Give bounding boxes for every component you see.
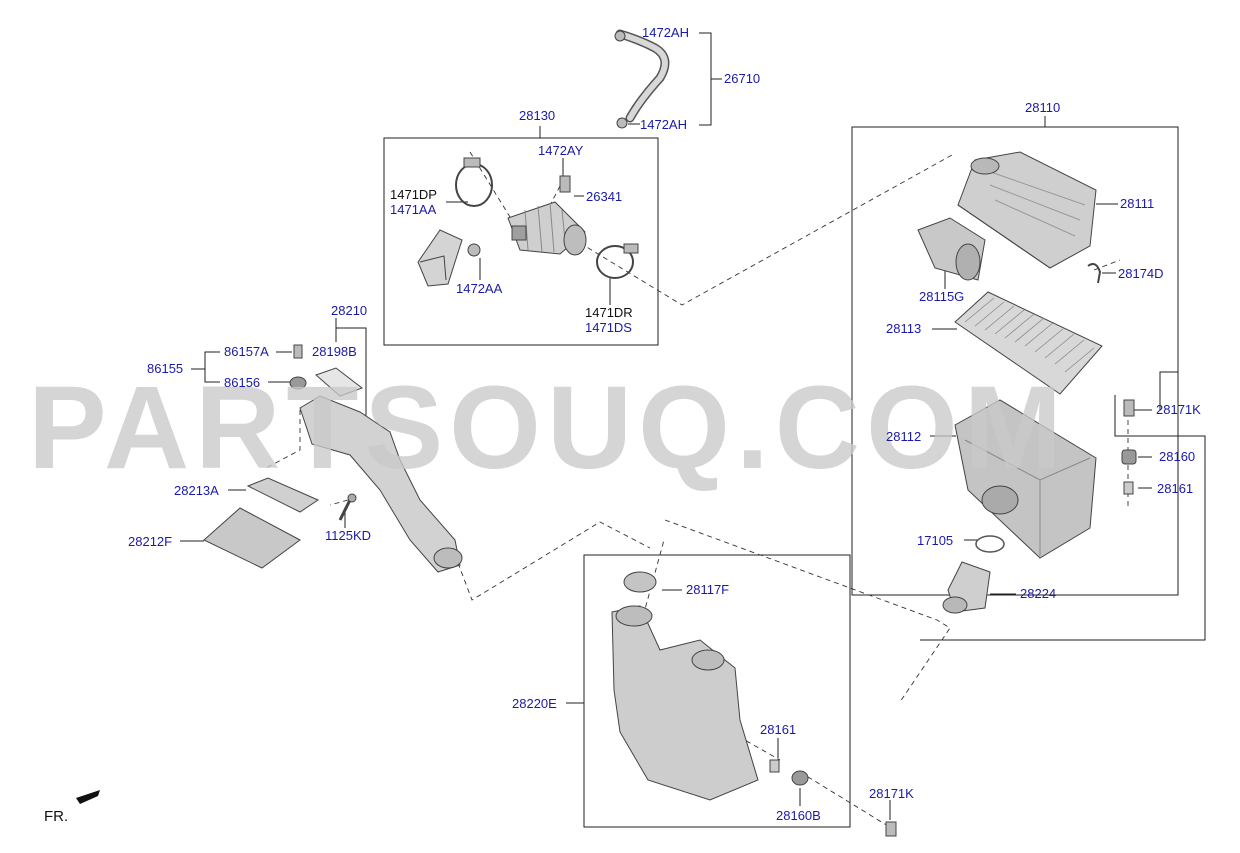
part-label-1472AY[interactable]: 1472AY [538,143,584,158]
part-label-1125KD[interactable]: 1125KD [325,528,371,543]
filter-28113 [954,291,1103,395]
watermark: PARTSOUQ.COM [28,362,1068,494]
pipe-28115G [917,217,986,281]
cap-28117F [623,571,657,593]
case-28112 [954,399,1097,559]
part-label-28212F[interactable]: 28212F [128,534,172,549]
clamp-1471DR [596,243,639,279]
part-label-28117F[interactable]: 28117F [686,582,729,597]
grommet-86156 [289,376,307,390]
duct-1472AA [417,229,481,287]
part-label-28213A[interactable]: 28213A [174,483,219,498]
bracket-28213A [246,477,320,513]
part-label-28111[interactable]: 28111 [1120,196,1154,211]
part-label-26710[interactable]: 26710 [724,71,760,86]
part-label-26341[interactable]: 26341 [586,189,622,204]
grommet-28160B [791,770,809,786]
part-labels: 1472AH 26710 1472AH 28130 1472AY 26341 1… [128,25,1201,823]
hose-26710 [614,29,670,129]
label-plate-28198B [315,367,364,397]
leader-lines [180,32,1206,820]
part-label-28110[interactable]: 28110 [1025,100,1060,115]
clamp-1471DP [455,157,493,207]
part-label-28171K-bottom[interactable]: 28171K [869,786,914,801]
group-box-28220E [583,554,851,828]
part-label-1471DP[interactable]: 1471DP [390,187,437,202]
front-direction-indicator: FR. [44,790,100,825]
cover-28111 [957,151,1097,269]
part-label-28198B[interactable]: 28198B [312,344,357,359]
part-label-28160B[interactable]: 28160B [776,808,821,823]
hardware-28171K-28160-28161 [1121,399,1137,495]
part-label-1472AA[interactable]: 1472AA [456,281,503,296]
bolt-28171K-bottom [885,821,897,837]
part-label-28115G[interactable]: 28115G [919,289,964,304]
front-label: FR. [44,808,68,825]
part-label-28161-right[interactable]: 28161 [1157,481,1193,496]
part-label-86157A[interactable]: 86157A [224,344,269,359]
part-label-28130[interactable]: 28130 [519,108,555,123]
part-label-1472AH-bottom[interactable]: 1472AH [640,117,687,132]
bolt-1125KD [338,493,357,521]
group-box-28110 [851,126,1179,596]
part-label-28161-bottom[interactable]: 28161 [760,722,796,737]
part-label-86155[interactable]: 86155 [147,361,183,376]
spacer-28161-bottom [769,759,780,773]
resonator-28220E [611,605,759,801]
part-label-28113[interactable]: 28113 [886,321,921,336]
part-label-28160[interactable]: 28160 [1159,449,1195,464]
part-label-1471DS[interactable]: 1471DS [585,320,632,335]
part-label-1471AA[interactable]: 1471AA [390,202,437,217]
part-label-28224[interactable]: 28224 [1020,586,1056,601]
front-arrow-icon [76,790,100,804]
resonator-28130 [507,201,587,256]
bolt-1472AY [559,175,571,193]
part-label-28171K-right[interactable]: 28171K [1156,402,1201,417]
clip-86157A [293,344,303,359]
duct-28224 [942,561,991,614]
part-label-28112[interactable]: 28112 [886,429,921,444]
part-label-1471DR[interactable]: 1471DR [585,305,633,320]
bracket-28212F [203,507,301,569]
part-label-28220E[interactable]: 28220E [512,696,557,711]
part-label-28210[interactable]: 28210 [331,303,367,318]
sensor-28174D [1087,263,1102,284]
part-label-28174D[interactable]: 28174D [1118,266,1164,281]
part-label-86156[interactable]: 86156 [224,375,260,390]
gasket-17105 [975,535,1005,553]
intake-duct-28210 [299,395,463,573]
part-label-17105[interactable]: 17105 [917,533,953,548]
group-box-28130 [383,137,659,346]
part-label-1472AH-top[interactable]: 1472AH [642,25,689,40]
